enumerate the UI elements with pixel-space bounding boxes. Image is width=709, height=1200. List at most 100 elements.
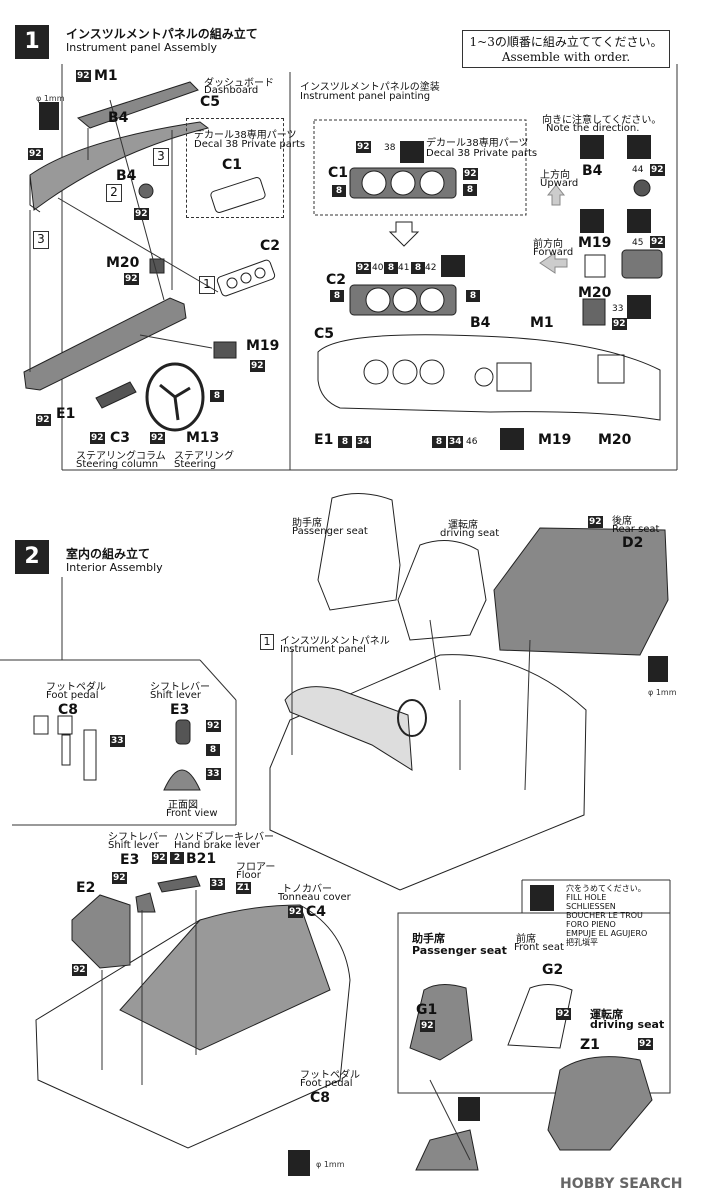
- color-chip: 92: [36, 414, 51, 426]
- color-chip: 92: [288, 906, 303, 918]
- passenger-seat-jp: 助手席: [292, 518, 322, 529]
- floor-en: Floor: [236, 870, 261, 881]
- part-e1-paint-label: E1: [314, 432, 334, 448]
- color-chip-ring: 33: [612, 304, 624, 314]
- step-2-number: 2: [15, 540, 49, 574]
- shift-lever-2-jp: シフトレバー: [108, 832, 168, 843]
- decal-private-box: [186, 118, 284, 218]
- painting-title-jp: インスツルメントパネルの塗装: [300, 82, 440, 93]
- color-chip-ring: 46: [466, 437, 478, 447]
- forward-jp: 前方向: [533, 239, 563, 250]
- order-note-box: 1~3の順番に組み立ててください。 Assemble with order.: [462, 30, 670, 68]
- color-chip: 92: [650, 236, 665, 248]
- color-chip: 34: [448, 436, 463, 448]
- part-c4-label: C4: [306, 904, 327, 920]
- color-chip: 92: [250, 360, 265, 372]
- front-view-jp: 正面図: [168, 800, 198, 811]
- color-chip: 92: [556, 1008, 571, 1020]
- steering-column-en: Steering column: [76, 459, 159, 470]
- part-e2-label: E2: [76, 880, 96, 896]
- drill-label-2: φ 1mm: [648, 688, 677, 697]
- part-e3-bottom-label: E3: [120, 852, 140, 868]
- foot-pedal-2-en: Foot pedal: [300, 1078, 353, 1089]
- fill-hole-it: FORO PIENO: [566, 920, 616, 929]
- direction-note-jp: 向きに注意してください。: [542, 115, 662, 126]
- dashboard-label-jp: ダッシュボード: [204, 78, 274, 89]
- upward-jp: 上方向: [540, 170, 570, 181]
- inset-passenger-en: Passenger seat: [412, 944, 507, 957]
- color-chip: 92: [134, 208, 149, 220]
- color-chip: 92: [420, 1020, 435, 1032]
- part-c3-label: C3: [110, 430, 131, 446]
- part-g2-label: G2: [542, 962, 564, 978]
- color-chip: 33: [110, 735, 125, 747]
- part-b4-paint-label: B4: [470, 315, 491, 331]
- step-2-title-en: Interior Assembly: [66, 561, 163, 574]
- color-chip: 92: [463, 168, 478, 180]
- color-chip: 92: [638, 1038, 653, 1050]
- color-chip: 92: [28, 148, 43, 160]
- color-chip: 8: [463, 184, 477, 196]
- order-mark-3b: 3: [33, 231, 49, 249]
- steering-en: Steering: [174, 459, 217, 470]
- instrument-panel-jp: インスツルメントパネル: [280, 636, 390, 647]
- inset-driving-en: driving seat: [590, 1018, 665, 1031]
- fill-hole-fr: BOUCHER LE TROU: [566, 911, 643, 920]
- step-1-title-jp: インスツルメントパネルの組み立て: [66, 27, 258, 41]
- floor-jp: フロアー: [236, 862, 276, 873]
- part-b4-label-left: B4: [108, 110, 129, 126]
- color-chip: 33: [210, 878, 225, 890]
- dashboard-label-en: Dashboard: [204, 85, 259, 96]
- color-chip: 92: [150, 432, 165, 444]
- part-c2-paint-label: C2: [326, 272, 347, 288]
- part-b21-label: B21: [186, 851, 217, 867]
- fill-hole-jp: 穴をうめてください。: [566, 884, 646, 893]
- order-mark-1: 1: [199, 276, 215, 294]
- fill-hole-note: 穴をうめてください。 FILL HOLE SCHLIESSEN BOUCHER …: [566, 884, 647, 947]
- step-2-title-jp: 室内の組み立て: [66, 547, 151, 561]
- drill-label-1: φ 1mm: [36, 94, 65, 103]
- decal-box-en: Decal 38 Private parts: [194, 139, 306, 150]
- part-m1-paint-label: M1: [530, 315, 554, 331]
- watermark: HOBBY SEARCH: [560, 1176, 683, 1192]
- color-chip: Z1: [236, 882, 251, 894]
- steering-jp: ステアリング: [174, 451, 234, 462]
- color-chip: 34: [356, 436, 371, 448]
- front-view-en: Front view: [166, 808, 218, 819]
- color-chip: 8: [210, 390, 224, 402]
- color-chip-ring: 41: [398, 263, 410, 273]
- upward-en: Upward: [540, 178, 579, 189]
- part-b4-direction-label: B4: [582, 163, 603, 179]
- part-e1-label: E1: [56, 406, 76, 422]
- color-chip: 8: [432, 436, 446, 448]
- part-d2-label: D2: [622, 535, 644, 551]
- shift-lever-en: Shift lever: [150, 690, 202, 701]
- color-chip: 8: [466, 290, 480, 302]
- order-note-en: Assemble with order.: [501, 50, 631, 64]
- painting-title-en: Instrument panel painting: [300, 91, 431, 102]
- hand-brake-en: Hand brake lever: [174, 840, 260, 851]
- step-1-number: 1: [15, 25, 49, 59]
- part-b4-label: B4: [116, 168, 137, 184]
- color-chip: 92: [612, 318, 627, 330]
- color-chip-ring: 38: [384, 143, 396, 153]
- color-chip: 92: [356, 141, 371, 153]
- part-c2-label: C2: [260, 238, 281, 254]
- tonneau-en: Tonneau cover: [278, 892, 351, 903]
- part-m20-label: M20: [106, 255, 140, 271]
- driving-seat-en: driving seat: [440, 528, 500, 539]
- driving-seat-jp: 運転席: [448, 520, 478, 531]
- color-chip: 92: [72, 964, 87, 976]
- order-note-jp: 1~3の順番に組み立ててください。: [469, 35, 663, 49]
- rear-seat-en: Rear seat: [612, 524, 660, 535]
- color-chip: 92: [588, 516, 603, 528]
- part-m19-direction-label: M19: [578, 235, 612, 251]
- decal-private-en: Decal 38 Private parts: [426, 148, 538, 159]
- color-chip: 92: [152, 852, 167, 864]
- color-chip: 8: [330, 290, 344, 302]
- color-chip: 8: [384, 262, 398, 274]
- color-chip: 8: [206, 744, 220, 756]
- inset-driving-jp: 運転席: [590, 1008, 623, 1021]
- color-chip-ring: 42: [425, 263, 437, 273]
